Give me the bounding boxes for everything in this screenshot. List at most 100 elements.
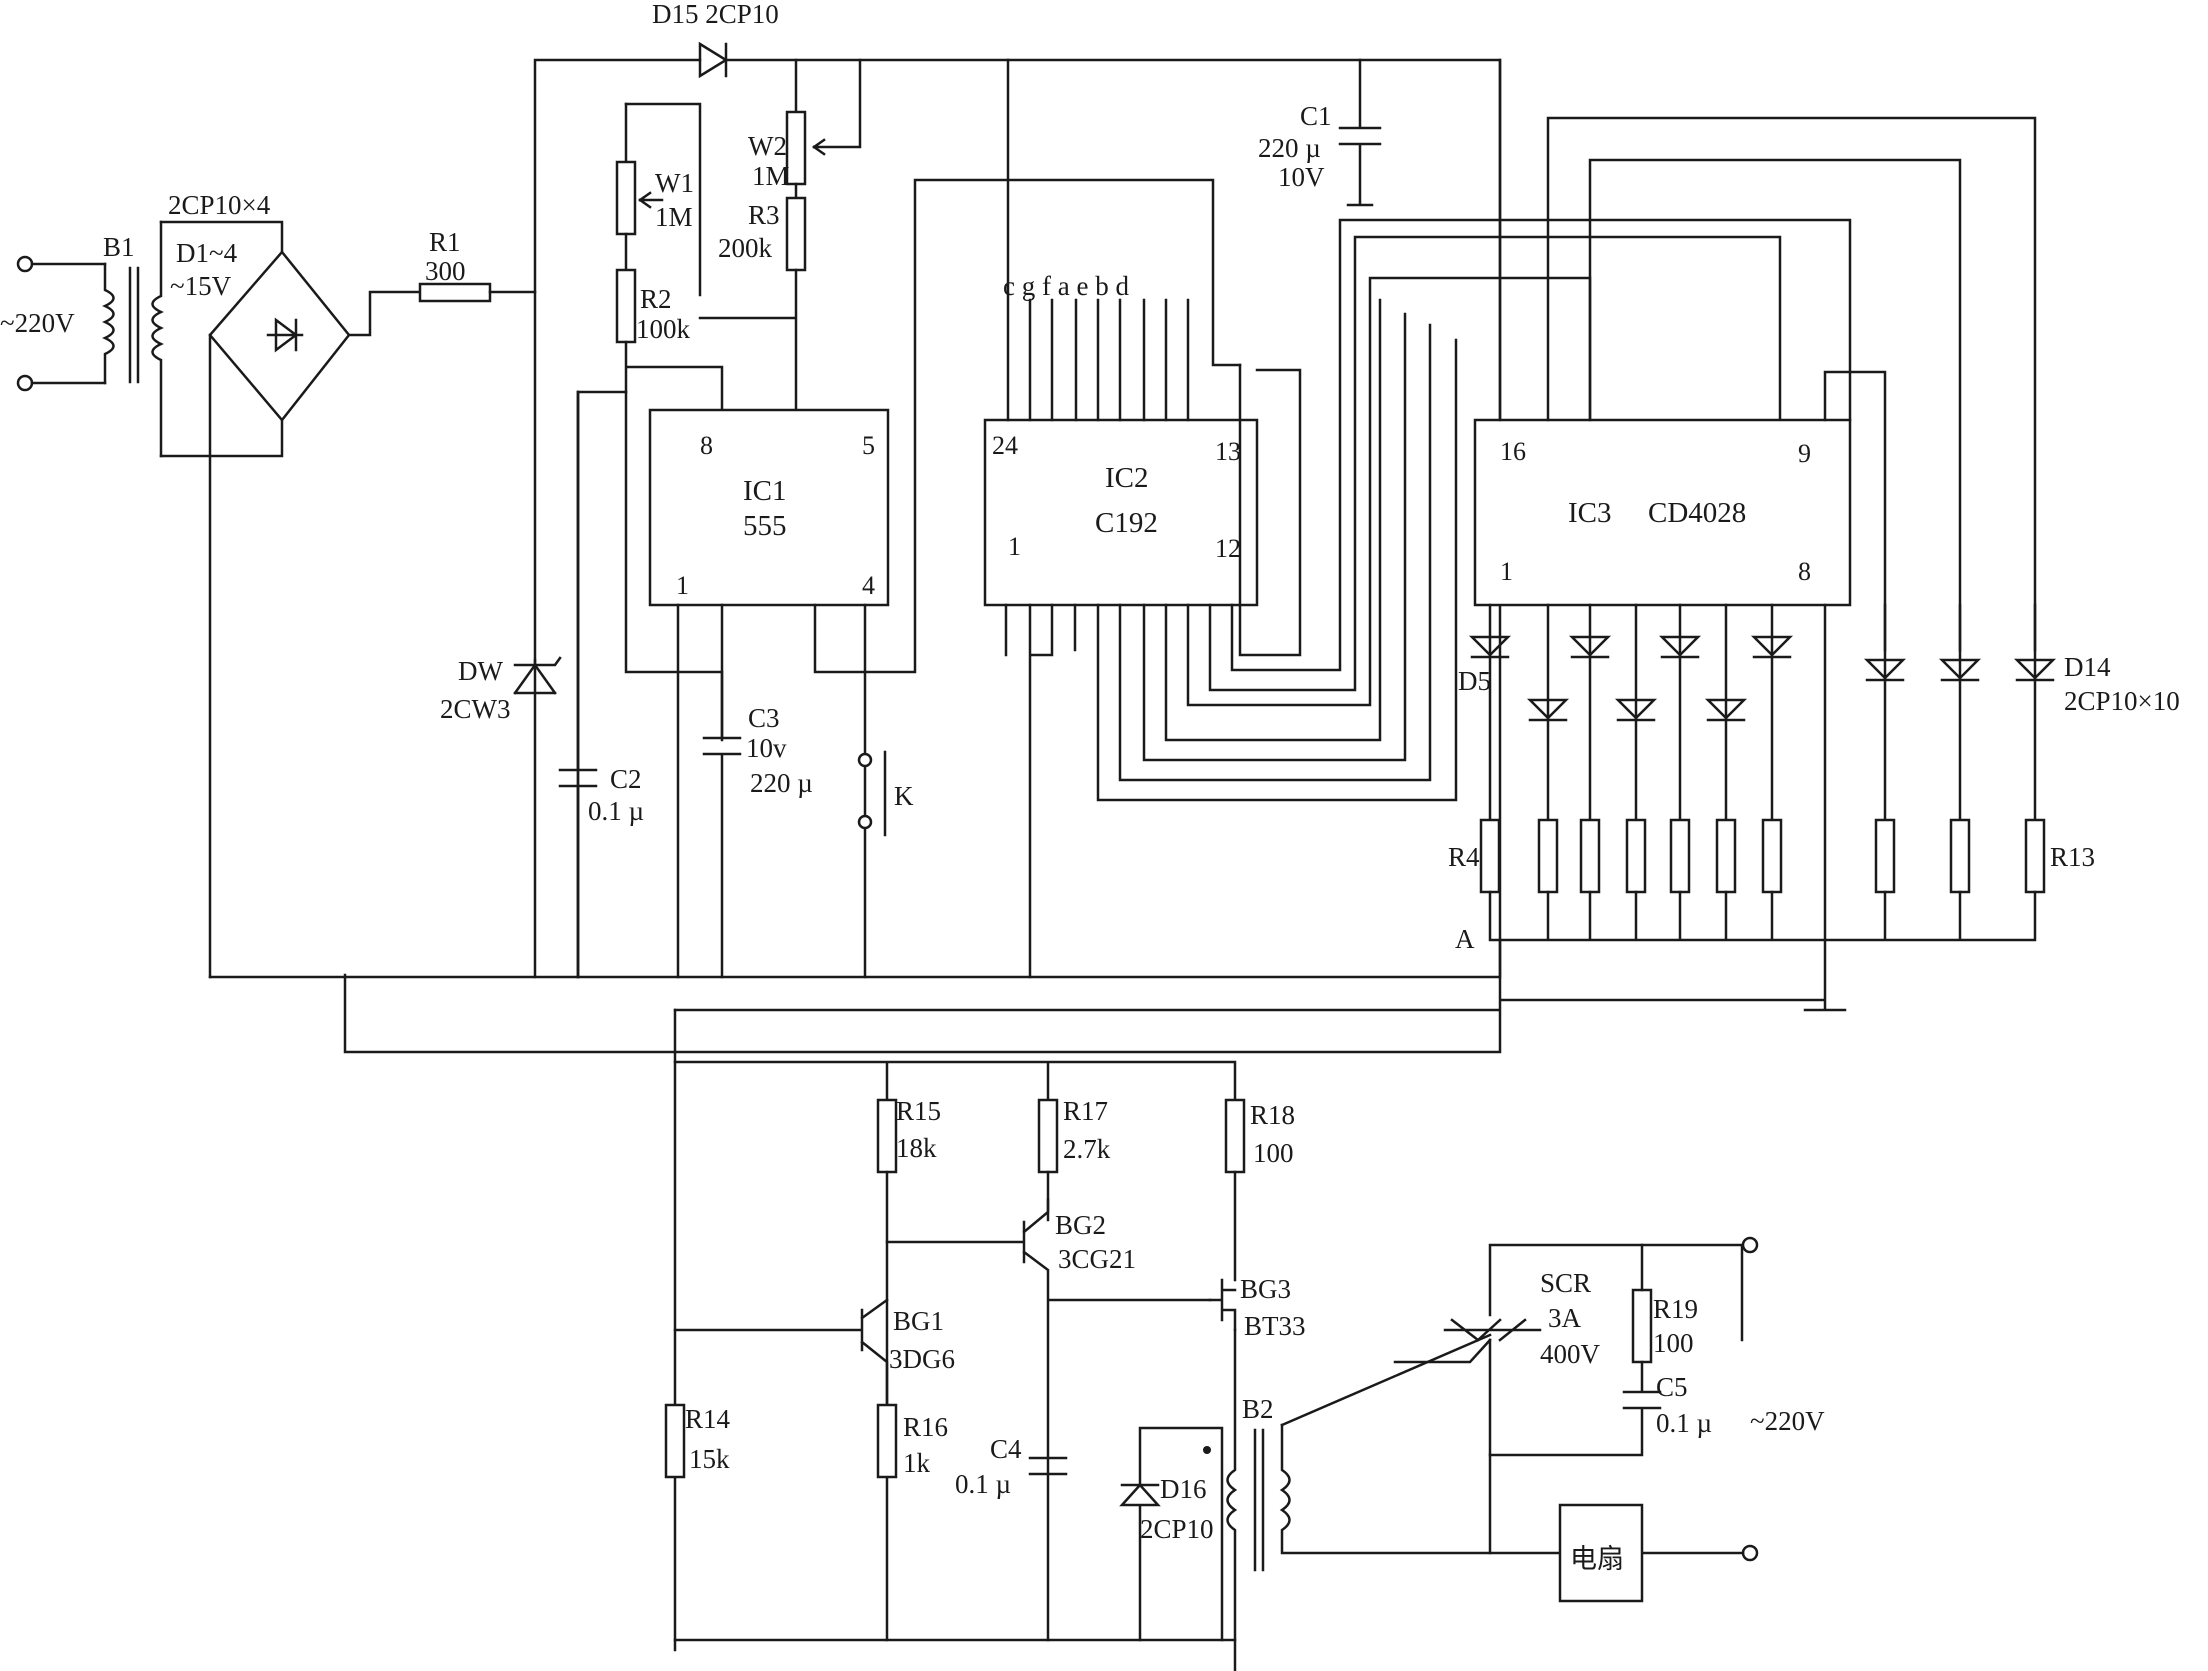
ic3-cd4028: 16 9 IC3 CD4028 1 8 <box>1473 418 1852 607</box>
ic3-pin1: 1 <box>1500 557 1513 586</box>
label-bg3-value: BT33 <box>1244 1311 1306 1341</box>
label-r13: R13 <box>2050 842 2095 872</box>
label-dw: DW <box>458 656 503 686</box>
label-15v: ~15V <box>170 271 232 301</box>
label-r2: R2 <box>640 284 672 314</box>
ic3-pin8: 8 <box>1798 557 1811 586</box>
label-w1-value: 1M <box>655 202 693 232</box>
label-r14-value: 15k <box>689 1444 730 1474</box>
ic2-pin24: 24 <box>992 431 1018 460</box>
label-fan: 电扇 <box>1570 1544 1624 1574</box>
ic3-pin16: 16 <box>1500 437 1526 466</box>
label-d16: D16 <box>1160 1474 1207 1504</box>
label-scr-voltage: 400V <box>1540 1339 1601 1369</box>
ic2-c192: 24 13 IC2 C192 1 12 <box>983 418 1259 607</box>
label-r1-value: 300 <box>425 256 466 286</box>
label-r2-value: 100k <box>636 314 691 344</box>
label-r17: R17 <box>1063 1096 1108 1126</box>
ic1-555: 8 5 IC1 555 1 4 <box>648 408 890 607</box>
ic1-pin4: 4 <box>862 571 875 600</box>
label-c2-value: 0.1 µ <box>588 796 644 826</box>
label-r18: R18 <box>1250 1100 1295 1130</box>
ic1-pin1: 1 <box>676 571 689 600</box>
label-c1-voltage: 10V <box>1278 162 1325 192</box>
label-c3-value: 220 µ <box>750 768 813 798</box>
label-dw-value: 2CW3 <box>440 694 511 724</box>
label-segments: c g f a e b d <box>1003 271 1129 301</box>
ic2-pin12: 12 <box>1215 534 1241 563</box>
zener-dw <box>513 656 562 695</box>
label-r18-value: 100 <box>1253 1138 1294 1168</box>
label-d1-4: D1~4 <box>176 238 238 268</box>
capacitor-c3 <box>702 670 742 979</box>
label-d5: D5 <box>1458 666 1491 696</box>
label-w2-value: 1M <box>752 161 790 191</box>
label-r1: R1 <box>429 227 461 257</box>
label-c4-value: 0.1 µ <box>955 1469 1011 1499</box>
mains-input <box>16 255 107 392</box>
wire-ic3-top <box>1498 58 2037 652</box>
ic2-type: C192 <box>1095 507 1158 539</box>
resistor-r2 <box>576 232 724 979</box>
ic1-pin8: 8 <box>700 431 713 460</box>
wire-ic2-segments <box>1006 58 1190 422</box>
bridge-rectifier <box>208 250 422 979</box>
label-bg2: BG2 <box>1055 1210 1106 1240</box>
ujt-bg3 <box>1208 1278 1237 1332</box>
ic1-name: IC1 <box>743 475 787 507</box>
label-c1-value: 220 µ <box>1258 133 1321 163</box>
ic1-pin5: 5 <box>862 431 875 460</box>
label-c1: C1 <box>1300 101 1332 131</box>
label-bridge-diodes: 2CP10×4 <box>168 190 271 220</box>
ic3-pin9: 9 <box>1798 439 1811 468</box>
wire-ground-rail <box>208 603 1847 1054</box>
ic1-type: 555 <box>743 510 787 542</box>
transformer-b2 <box>1203 1328 1562 1642</box>
capacitor-c1 <box>1338 58 1382 207</box>
label-r14: R14 <box>685 1404 731 1434</box>
wire-stage-bottom <box>673 1638 1237 1671</box>
resistor-r3 <box>698 182 807 412</box>
resistor-r16 <box>876 1403 898 1479</box>
label-c2: C2 <box>610 764 642 794</box>
label-r17-value: 2.7k <box>1063 1134 1111 1164</box>
label-scr-current: 3A <box>1548 1303 1582 1333</box>
resistor-r14 <box>664 1403 686 1479</box>
label-b2: B2 <box>1242 1394 1274 1424</box>
diode-d16 <box>1119 1426 1224 1642</box>
transformer-b1 <box>102 220 284 458</box>
label-d14: D14 <box>2064 652 2111 682</box>
wire-ic2-outputs <box>1004 218 1852 979</box>
label-bg3: BG3 <box>1240 1274 1291 1304</box>
label-r15: R15 <box>896 1096 941 1126</box>
label-w2: W2 <box>748 131 787 161</box>
pot-w2 <box>785 58 862 186</box>
label-r19: R19 <box>1653 1294 1698 1324</box>
diode-ladder <box>1468 603 2057 822</box>
capacitor-c4 <box>1028 1456 1068 1476</box>
label-r19-value: 100 <box>1653 1328 1694 1358</box>
label-c4: C4 <box>990 1434 1022 1464</box>
label-b1: B1 <box>103 232 135 262</box>
label-r3-value: 200k <box>718 233 773 263</box>
transistor-bg2 <box>885 1198 1212 1642</box>
wire-lower-rail <box>673 1060 1237 1102</box>
label-d14-value: 2CP10×10 <box>2064 686 2180 716</box>
capacitor-c2 <box>558 390 598 979</box>
label-r15-value: 18k <box>896 1133 937 1163</box>
label-c5: C5 <box>1656 1372 1688 1402</box>
ic3-name: IC3 <box>1568 497 1612 529</box>
ic2-pin13: 13 <box>1215 437 1241 466</box>
wire-main-rail <box>533 58 702 979</box>
label-d15: D15 2CP10 <box>652 0 779 29</box>
resistor-r17 <box>1037 1098 1059 1222</box>
label-r3: R3 <box>748 200 780 230</box>
ic2-pin1: 1 <box>1008 532 1021 561</box>
resistor-ladder <box>1479 818 2046 942</box>
output-terminals <box>1640 1236 1759 1562</box>
transistor-bg1 <box>673 1298 889 1407</box>
switch-k <box>857 750 887 837</box>
label-c3: C3 <box>748 703 780 733</box>
label-r16: R16 <box>903 1412 948 1442</box>
